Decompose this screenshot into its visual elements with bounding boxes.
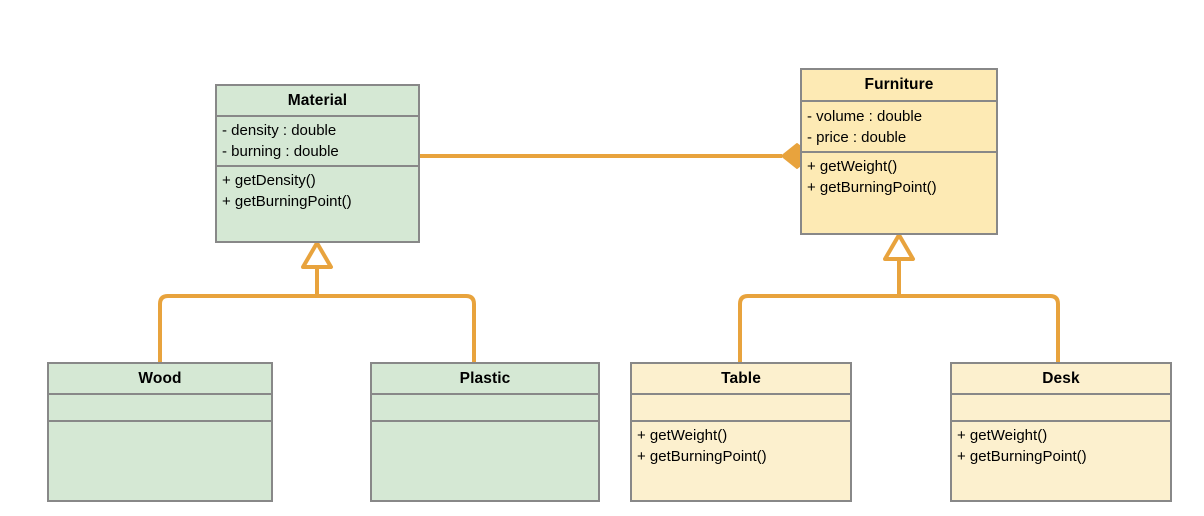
edge-material-furniture-composition bbox=[420, 143, 813, 169]
class-name-compartment-furniture: Furniture bbox=[802, 70, 996, 102]
operations-compartment-furniture: + getWeight() + getBurningPoint() bbox=[802, 153, 996, 233]
operations-compartment-desk: + getWeight() + getBurningPoint() bbox=[952, 422, 1170, 500]
attributes-compartment-wood bbox=[49, 395, 271, 422]
operation-item: + getBurningPoint() bbox=[957, 448, 1087, 465]
operation-item: + getBurningPoint() bbox=[637, 448, 767, 465]
hollow-triangle-icon-material bbox=[301, 241, 333, 269]
operation-item: + getWeight() bbox=[957, 427, 1048, 444]
operations-compartment-plastic bbox=[372, 422, 598, 500]
table-branch-line bbox=[738, 294, 901, 364]
class-box-material[interactable]: Material - density : double - burning : … bbox=[215, 84, 420, 243]
attributes-compartment-table bbox=[632, 395, 850, 422]
attribute-item: - volume : double bbox=[807, 107, 923, 125]
attribute-item: - density : double bbox=[222, 122, 337, 139]
class-box-table[interactable]: Table + getWeight() + getBurningPoint() bbox=[630, 362, 852, 502]
attribute-item: - burning : double bbox=[222, 143, 339, 160]
class-title-furniture: Furniture bbox=[864, 76, 934, 93]
edge-group-material-generalizations bbox=[158, 264, 476, 364]
operations-compartment-table: + getWeight() + getBurningPoint() bbox=[632, 422, 850, 500]
attributes-compartment-plastic bbox=[372, 395, 598, 422]
class-title-table: Table bbox=[721, 369, 761, 387]
class-name-compartment-wood: Wood bbox=[49, 364, 271, 395]
operation-item: + getBurningPoint() bbox=[807, 179, 937, 196]
edge-group-furniture-generalizations bbox=[738, 256, 1060, 364]
operation-item: + getWeight() bbox=[807, 158, 898, 175]
attributes-compartment-furniture: - volume : double - price : double bbox=[802, 102, 996, 153]
attribute-item: - price : double bbox=[807, 128, 907, 146]
class-title-plastic: Plastic bbox=[459, 369, 511, 387]
class-title-desk: Desk bbox=[1042, 369, 1080, 387]
class-box-desk[interactable]: Desk + getWeight() + getBurningPoint() bbox=[950, 362, 1172, 502]
wood-branch-line bbox=[158, 294, 319, 364]
operation-item: + getDensity() bbox=[222, 172, 316, 189]
class-title-material: Material bbox=[287, 91, 348, 109]
operations-compartment-wood bbox=[49, 422, 271, 500]
operation-item: + getWeight() bbox=[637, 427, 728, 444]
desk-branch-line bbox=[897, 294, 1060, 364]
hollow-triangle-icon-furniture bbox=[883, 233, 915, 261]
class-name-compartment-table: Table bbox=[632, 364, 850, 395]
class-box-wood[interactable]: Wood bbox=[47, 362, 273, 502]
attributes-compartment-desk bbox=[952, 395, 1170, 422]
class-name-compartment-desk: Desk bbox=[952, 364, 1170, 395]
operation-item: + getBurningPoint() bbox=[222, 193, 352, 210]
plastic-branch-line bbox=[315, 294, 476, 364]
attributes-compartment-material: - density : double - burning : double bbox=[217, 117, 418, 167]
class-title-wood: Wood bbox=[138, 369, 182, 387]
class-box-furniture[interactable]: Furniture - volume : double - price : do… bbox=[800, 68, 998, 235]
class-name-compartment-material: Material bbox=[217, 86, 418, 117]
operations-compartment-material: + getDensity() + getBurningPoint() bbox=[217, 167, 418, 241]
class-name-compartment-plastic: Plastic bbox=[372, 364, 598, 395]
class-box-plastic[interactable]: Plastic bbox=[370, 362, 600, 502]
